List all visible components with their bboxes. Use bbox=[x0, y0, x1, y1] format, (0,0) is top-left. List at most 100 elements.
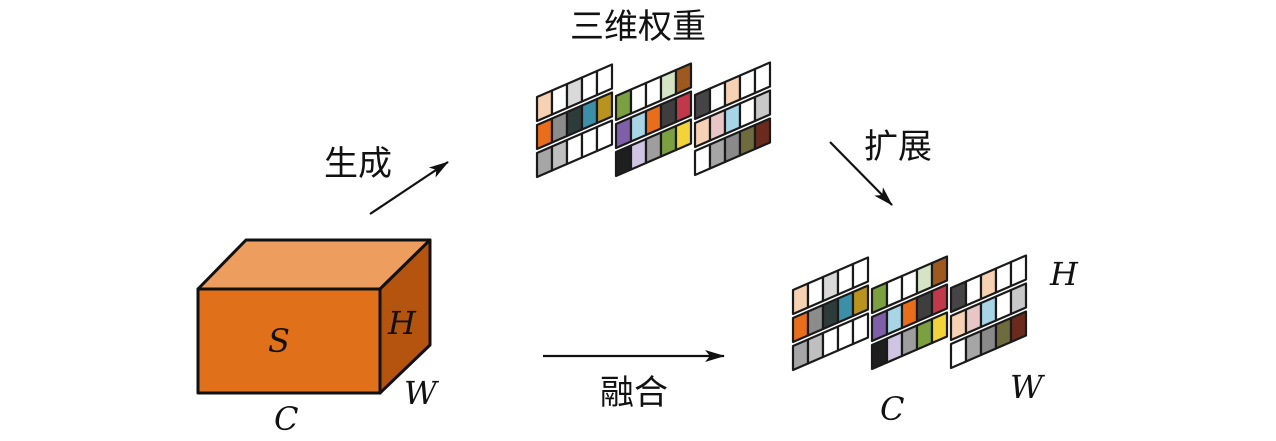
expanded-weight-cell bbox=[964, 273, 983, 307]
expanded-weight-cell bbox=[1009, 282, 1028, 316]
top-weight-cell bbox=[565, 76, 584, 110]
expanded-weight-cell bbox=[930, 255, 949, 289]
top-weight-cell bbox=[580, 69, 599, 103]
cube-height-label: H bbox=[387, 304, 417, 342]
top-weight-cell bbox=[644, 75, 663, 109]
cube-front-face bbox=[196, 287, 382, 395]
top-weight-cell bbox=[708, 136, 727, 170]
top-weight-cell bbox=[659, 124, 678, 158]
top-weight-cell bbox=[629, 109, 648, 143]
expanded-weight-cell bbox=[994, 288, 1013, 322]
top-weight-cell bbox=[595, 119, 614, 153]
top-weight-cell bbox=[659, 96, 678, 130]
expanded-weight-cell bbox=[964, 301, 983, 335]
expanded-weight-cell bbox=[1009, 254, 1028, 288]
cube-face-label: S bbox=[268, 322, 290, 360]
top-weight-cell bbox=[723, 74, 742, 108]
expanded-weight-cell bbox=[1009, 310, 1028, 344]
expanded-channel-label: C bbox=[880, 390, 904, 428]
expanded-weight-cell bbox=[821, 269, 840, 303]
top-weight-cell bbox=[674, 118, 693, 152]
expanded-weight-cell bbox=[806, 331, 825, 365]
expanded-weight-cell bbox=[930, 311, 949, 345]
expanded-weight-cell bbox=[885, 302, 904, 336]
expanded-weight-cell bbox=[900, 296, 919, 330]
top-weight-cell bbox=[580, 97, 599, 131]
top-weight-cell bbox=[693, 143, 712, 177]
fuse-label: 融合 bbox=[600, 373, 668, 413]
top-weight-cell bbox=[753, 89, 772, 123]
expanded-weight-cell bbox=[870, 337, 889, 371]
cube-depth-label: W bbox=[404, 374, 440, 412]
top-weight-cell bbox=[738, 67, 757, 101]
expanded-weight-cell bbox=[821, 297, 840, 331]
top-weight-cell bbox=[738, 123, 757, 157]
top-weight-cell bbox=[674, 90, 693, 124]
expanded-weight-cell bbox=[836, 290, 855, 324]
expanded-weight-cell bbox=[791, 338, 810, 372]
expanded-weight-cell bbox=[885, 330, 904, 364]
top-weight-cell bbox=[535, 145, 554, 179]
cube-width-label: C bbox=[274, 400, 298, 438]
expanded-weight-cell bbox=[851, 312, 870, 346]
expanded-weight-cell bbox=[821, 325, 840, 359]
expanded-weight-cell bbox=[949, 308, 968, 342]
top-weight-cell bbox=[753, 117, 772, 151]
top-weight-cell bbox=[580, 125, 599, 159]
top-weight-cell bbox=[535, 117, 554, 151]
top-weight-cell bbox=[644, 103, 663, 137]
top-weight-cell bbox=[708, 80, 727, 114]
top-weight-cell bbox=[693, 115, 712, 149]
generate-label: 生成 bbox=[324, 144, 392, 184]
top-weight-cell bbox=[614, 144, 633, 178]
expanded-weight-cell bbox=[949, 336, 968, 370]
top-weight-cell bbox=[723, 130, 742, 164]
expanded-weight-cell bbox=[949, 280, 968, 314]
expanded-width-label: W bbox=[1010, 368, 1046, 406]
top-weight-cell bbox=[629, 137, 648, 171]
top-weight-cell bbox=[550, 110, 569, 144]
expanded-weight-cell bbox=[900, 324, 919, 358]
expanded-weight-cell bbox=[979, 323, 998, 357]
top-title: 三维权重 bbox=[570, 7, 706, 47]
generate-arrow bbox=[369, 161, 449, 215]
expanded-weight-cell bbox=[806, 303, 825, 337]
expanded-weight-cell bbox=[915, 261, 934, 295]
expanded-weight-cell bbox=[851, 256, 870, 290]
top-weight-cell bbox=[708, 108, 727, 142]
expanded-weight-cell bbox=[885, 274, 904, 308]
top-weight-cell bbox=[644, 131, 663, 165]
expanded-height-label: H bbox=[1049, 255, 1079, 293]
top-weight-cell bbox=[693, 87, 712, 121]
expanded-weight-cell bbox=[915, 289, 934, 323]
top-weight-cell bbox=[535, 89, 554, 123]
expanded-weight-cell bbox=[870, 309, 889, 343]
top-weight-cell bbox=[659, 68, 678, 102]
top-weight-cell bbox=[595, 63, 614, 97]
top-weight-cell bbox=[614, 88, 633, 122]
expanded-weight-cell bbox=[851, 284, 870, 318]
top-weight-cell bbox=[550, 138, 569, 172]
expanded-weight-cell bbox=[979, 295, 998, 329]
top-weight-cell bbox=[565, 104, 584, 138]
weights-3d-expanded bbox=[791, 254, 1028, 372]
feature-cube bbox=[196, 238, 432, 395]
expanded-weight-cell bbox=[900, 268, 919, 302]
expanded-weight-cell bbox=[806, 275, 825, 309]
top-weight-cell bbox=[674, 62, 693, 96]
top-weight-cell bbox=[565, 132, 584, 166]
top-weight-cell bbox=[723, 102, 742, 136]
top-weight-cell bbox=[738, 95, 757, 129]
expanded-weight-cell bbox=[791, 282, 810, 316]
expanded-weight-cell bbox=[870, 281, 889, 315]
expanded-weight-cell bbox=[979, 267, 998, 301]
top-weight-cell bbox=[595, 91, 614, 125]
top-weight-cell bbox=[753, 61, 772, 95]
expanded-weight-cell bbox=[964, 329, 983, 363]
expand-label: 扩展 bbox=[864, 127, 932, 167]
expanded-weight-cell bbox=[994, 316, 1013, 350]
top-weight-cell bbox=[629, 81, 648, 115]
top-weight-cell bbox=[550, 82, 569, 116]
expanded-weight-cell bbox=[994, 260, 1013, 294]
expanded-weight-cell bbox=[836, 318, 855, 352]
